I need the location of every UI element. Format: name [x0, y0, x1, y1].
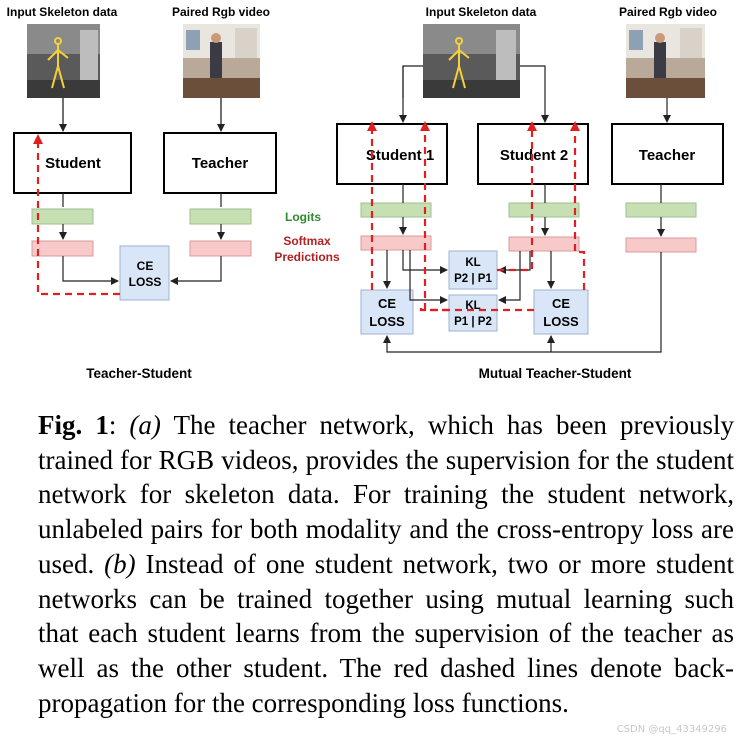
right-ce1-line1: CE [378, 296, 396, 311]
caption-text-a: The teacher network, which has been prev… [38, 410, 734, 579]
left-backprop-line [33, 134, 120, 296]
left-ce-line2: LOSS [129, 275, 162, 289]
right-rgb-label: Paired Rgb video [619, 5, 717, 19]
left-teacher-box [163, 132, 277, 194]
right-ce2-line1: CE [552, 296, 570, 311]
right-s2-softmax-bar [508, 236, 580, 252]
right-ce1-box [360, 289, 414, 335]
right-s2-logits-bar [508, 202, 580, 218]
kl-p2-p1-line1: KL [465, 257, 480, 269]
left-ce-loss-box [119, 245, 170, 301]
right-teacher-logits-bar [625, 202, 697, 218]
kl-p2-p1-line2: P2 | P1 [454, 273, 492, 285]
left-teacher-softmax-bar [189, 240, 252, 257]
left-teacher-label: Teacher [192, 155, 249, 172]
left-input-label: Input Skeleton data [7, 5, 118, 19]
caption-a-marker: (a) [129, 410, 161, 440]
right-student1-label: Student 1 [366, 147, 434, 164]
legend-logits: Logits [285, 210, 321, 224]
right-ce2-box [533, 289, 589, 335]
left-rgb-image [183, 24, 260, 98]
right-skeleton-image [423, 24, 520, 98]
legend-softmax-line2: Predictions [274, 250, 340, 264]
right-teacher-label: Teacher [639, 147, 696, 164]
right-panel-title: Mutual Teacher-Student [479, 366, 632, 381]
right-student2-label: Student 2 [500, 147, 568, 164]
right-student1-box [336, 123, 448, 185]
right-ce1-line2: LOSS [369, 314, 405, 329]
left-ce-line1: CE [137, 259, 154, 273]
figure-caption: Fig. 1: (a) The teacher network, which h… [38, 408, 734, 720]
legend-softmax-line1: Softmax [283, 234, 331, 248]
right-ce2-line2: LOSS [543, 314, 579, 329]
right-s1-softmax-bar [360, 235, 432, 251]
caption-fig-label: Fig. 1 [38, 410, 109, 440]
kl-p1-p2-box [448, 294, 498, 332]
right-s1-logits-bar [360, 202, 432, 218]
left-student-label: Student [45, 155, 101, 172]
right-backprop-lines [367, 121, 586, 312]
right-teacher-box [611, 123, 724, 185]
left-student-logits-bar [31, 208, 94, 225]
caption-b-marker: (b) [104, 548, 136, 579]
caption-colon: : [108, 410, 130, 440]
right-rgb-image [626, 24, 705, 98]
left-rgb-label: Paired Rgb video [172, 5, 270, 19]
right-teacher-softmax-bar [625, 237, 697, 253]
left-panel-title: Teacher-Student [86, 366, 192, 381]
caption-text-b: Instead of one student network, two or m… [38, 548, 734, 718]
left-skeleton-image [27, 24, 100, 98]
left-teacher-logits-bar [189, 208, 252, 225]
kl-p2-p1-box [448, 250, 498, 290]
right-input-label: Input Skeleton data [426, 5, 537, 19]
kl-p1-p2-line2: P1 | P2 [454, 316, 492, 328]
left-student-softmax-bar [31, 240, 94, 257]
watermark: CSDN @qq_43349296 [616, 724, 727, 735]
